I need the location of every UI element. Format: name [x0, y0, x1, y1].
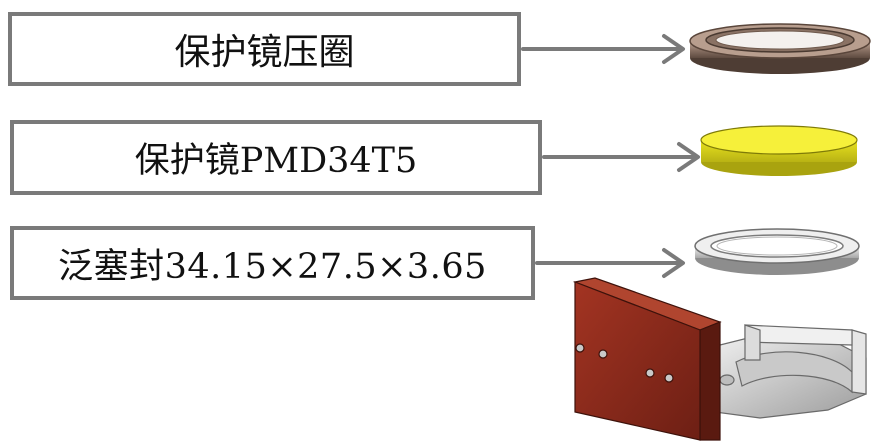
- mount-block-part: [572, 277, 722, 441]
- bracket-part: [699, 324, 867, 419]
- pressure-ring-label-box: 保护镜压圈: [8, 12, 521, 86]
- protective-lens-label: 保护镜PMD34T5: [134, 141, 418, 181]
- arrow-to-seal: [535, 248, 685, 278]
- arrow-to-pressure-ring: [521, 34, 685, 64]
- seal-label: 泛塞封34.15×27.5×3.65: [58, 246, 487, 287]
- arrow-to-protective-lens: [542, 142, 700, 172]
- pressure-ring-label: 保护镜压圈: [174, 32, 355, 73]
- seal-label-box: 泛塞封34.15×27.5×3.65: [10, 226, 535, 300]
- pressure-ring-part: [689, 23, 871, 74]
- protective-lens-label-box: 保护镜PMD34T5: [10, 120, 542, 195]
- protective-lens-part: [700, 125, 858, 176]
- seal-part: [694, 228, 860, 275]
